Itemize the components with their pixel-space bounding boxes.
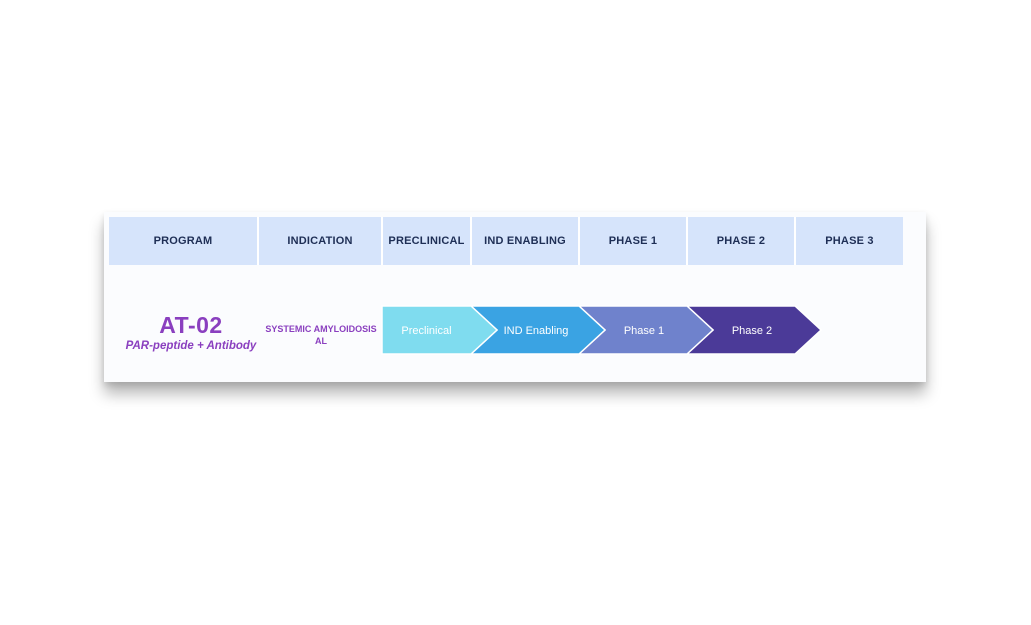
stage-chevron-1 [381, 305, 499, 355]
indication-cell: SYSTEMIC AMYLOIDOSIS AL [262, 323, 380, 347]
header-phase-1: PHASE 1 [580, 217, 688, 265]
progress-chevrons: Preclinical IND Enabling Phase 1 Phase 2 [381, 305, 823, 355]
stage-label-1: Preclinical [401, 325, 451, 337]
table-header: PROGRAM INDICATION PRECLINICAL IND ENABL… [109, 217, 903, 265]
program-cell: AT-02 PAR-peptide + Antibody [116, 312, 266, 354]
program-subtitle: PAR-peptide + Antibody [125, 340, 257, 352]
header-phase-3: PHASE 3 [796, 217, 903, 265]
stage-label-4: Phase 2 [732, 325, 772, 337]
stage-label-2: IND Enabling [504, 325, 569, 337]
program-name: AT-02 [159, 312, 223, 338]
header-phase-2: PHASE 2 [688, 217, 796, 265]
header-program: PROGRAM [109, 217, 259, 265]
header-ind-enabling: IND ENABLING [472, 217, 580, 265]
header-indication: INDICATION [259, 217, 383, 265]
header-preclinical: PRECLINICAL [383, 217, 472, 265]
indication-line-1: SYSTEMIC AMYLOIDOSIS [265, 324, 377, 334]
indication-line-2: AL [315, 336, 327, 346]
pipeline-table: PROGRAM INDICATION PRECLINICAL IND ENABL… [104, 212, 926, 382]
stage-label-3: Phase 1 [624, 325, 664, 337]
